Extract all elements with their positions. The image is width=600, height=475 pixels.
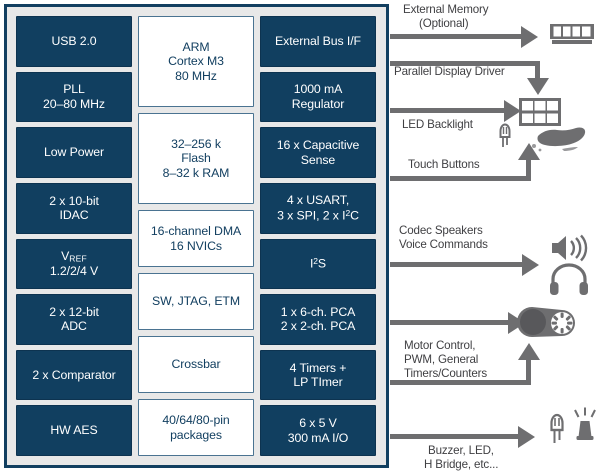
- motor-belt-icon: [516, 305, 580, 339]
- block-timers-label: 4 Timers +LP TImer: [289, 360, 347, 390]
- block-timers[interactable]: 4 Timers +LP TImer: [260, 349, 376, 401]
- arrow-buzzer-led: [518, 425, 535, 448]
- block-usb[interactable]: USB 2.0: [16, 16, 132, 67]
- block-debug[interactable]: SW, JTAG, ETM: [138, 273, 254, 331]
- block-serial[interactable]: 4 x USART,3 x SPI, 2 x I2C: [260, 182, 376, 234]
- label-motor-pwm: PWM, General: [404, 353, 479, 366]
- arrow-external-memory: [521, 25, 538, 48]
- arrow-codec-speakers: [522, 253, 539, 276]
- connector-external-memory: [390, 34, 521, 39]
- label-motor-timers: Timers/Counters: [404, 367, 488, 380]
- block-comparator[interactable]: 2 x Comparator: [16, 349, 132, 401]
- connector-codec-speakers: [390, 262, 522, 267]
- label-h-bridge: H Bridge, etc...: [424, 458, 499, 471]
- label-codec-speakers: Codec Speakers: [399, 224, 483, 237]
- label-external-memory: External Memory: [403, 3, 489, 16]
- block-i2s-label: I2S: [309, 256, 327, 271]
- hand-touch-icon: [528, 125, 588, 157]
- arrow-parallel-display: [526, 78, 549, 95]
- connector-motor-control-out: [390, 320, 508, 325]
- block-i2s[interactable]: I2S: [260, 238, 376, 290]
- led-icon-2: [547, 408, 567, 444]
- label-voice-commands: Voice Commands: [399, 238, 488, 251]
- block-low-power[interactable]: Low Power: [16, 127, 132, 178]
- buzzer-icon: [571, 407, 599, 441]
- connector-parallel-display-v: [535, 61, 540, 78]
- connector-motor-control-in-v: [526, 360, 531, 383]
- label-parallel-display: Parallel Display Driver: [394, 65, 505, 78]
- connector-motor-control-in-h: [390, 380, 531, 385]
- speaker-icon: [550, 234, 592, 262]
- label-motor-control: Motor Control,: [404, 339, 476, 352]
- led-icon: [496, 118, 514, 148]
- label-buzzer-led: Buzzer, LED,: [428, 444, 494, 457]
- headphones-icon: [549, 263, 589, 295]
- arrow-led-backlight: [504, 99, 521, 122]
- block-serial-label: 4 x USART,3 x SPI, 2 x I2C: [277, 193, 359, 223]
- memory-module-icon: [550, 24, 594, 46]
- block-external-bus[interactable]: External Bus I/F: [260, 16, 376, 67]
- block-crossbar[interactable]: Crossbar: [138, 336, 254, 394]
- connector-parallel-display-h: [390, 61, 540, 66]
- connector-touch-buttons-h: [390, 176, 531, 181]
- arrow-motor-control-in: [517, 343, 540, 360]
- label-led-backlight: LED Backlight: [402, 118, 473, 131]
- block-hw-aes[interactable]: HW AES: [16, 405, 132, 456]
- label-external-memory-optional: (Optional): [419, 17, 469, 30]
- connector-buzzer-led: [390, 434, 518, 439]
- display-panel-icon: [519, 98, 561, 126]
- connector-led-backlight: [390, 108, 504, 113]
- connector-touch-buttons-v: [526, 160, 531, 179]
- label-touch-buttons: Touch Buttons: [408, 158, 480, 171]
